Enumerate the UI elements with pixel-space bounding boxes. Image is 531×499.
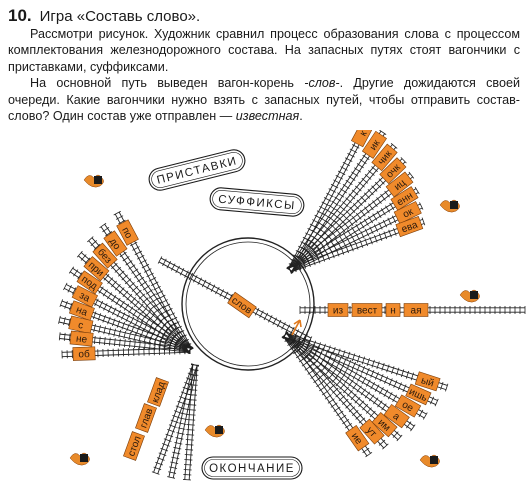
bottom-wagon-2: клад bbox=[147, 377, 169, 407]
ending-wagon-0: ый bbox=[414, 371, 441, 392]
buffer-stop-lower-left bbox=[69, 452, 90, 466]
prefix-wagon-0: по bbox=[116, 219, 139, 246]
ending-wagon-3-label: а bbox=[391, 411, 402, 423]
prefix-wagon-1: до bbox=[103, 230, 128, 257]
prefix-wagon-7-label: с bbox=[77, 320, 84, 332]
suffix-wagon-0-label: к bbox=[358, 130, 370, 138]
departed-wagon-0-label: из bbox=[333, 306, 344, 317]
buffer-stop-right bbox=[459, 289, 480, 303]
prefix-wagon-9: об bbox=[72, 346, 96, 361]
prefix-wagon-9-label: об bbox=[78, 348, 90, 360]
suffix-wagon-4: иц bbox=[385, 171, 414, 198]
prefix-wagon-5: за bbox=[71, 285, 99, 308]
suffix-track-0 bbox=[286, 130, 369, 273]
ending-sign: ОКОНЧАНИЕ bbox=[201, 456, 303, 480]
prefix-wagon-8: не bbox=[69, 330, 94, 347]
root-morpheme: -слов- bbox=[304, 76, 340, 91]
ending-wagon-2: ое bbox=[394, 394, 422, 418]
loop-track bbox=[181, 237, 315, 371]
departed-wagon-1: вест bbox=[351, 303, 383, 317]
suffix-wagon-6: ок bbox=[393, 201, 422, 225]
buffer-stop-bottom bbox=[204, 424, 225, 438]
suffix-wagon-7: ева bbox=[395, 215, 424, 238]
direction-arrow-icon bbox=[291, 319, 302, 336]
buffer-stop-upper-right bbox=[439, 199, 460, 213]
buffer-stop-left bbox=[83, 174, 104, 188]
departed-wagon-0: из bbox=[327, 303, 349, 317]
exercise-number: 10. bbox=[8, 6, 32, 25]
departed-wagon-3: ая bbox=[403, 303, 429, 317]
departed-wagon-3-label: ая bbox=[411, 306, 422, 317]
ending-wagon-2-label: ое bbox=[400, 399, 416, 414]
tracks-layer bbox=[58, 130, 526, 481]
suffixes-sign: СУФФИКСЫ bbox=[209, 187, 305, 217]
ending-wagon-6: ие bbox=[345, 425, 370, 452]
prefix-wagon-8-label: не bbox=[75, 334, 88, 346]
departed-wagon-2: н bbox=[385, 303, 401, 317]
bottom-wagon-0: стол bbox=[123, 431, 145, 461]
example-word: известная bbox=[235, 109, 300, 124]
exercise-heading: 10. Игра «Составь слово». bbox=[8, 6, 520, 26]
prefixes-sign: ПРИСТАВКИ bbox=[148, 149, 246, 191]
railway-diagram: подобезприподзанаснеобкикчикочкиценнокев… bbox=[58, 130, 526, 481]
departed-wagon-1-label: вест bbox=[357, 306, 378, 317]
ending-wagon-3: а bbox=[383, 403, 410, 429]
bottom-wagon-2-label: клад bbox=[150, 380, 168, 404]
bottom-wagon-1: глав bbox=[135, 403, 157, 433]
prefix-wagon-6-label: на bbox=[74, 305, 89, 319]
suffix-wagon-0: к bbox=[350, 130, 375, 148]
departed-wagon-2-label: н bbox=[390, 306, 396, 317]
ending-wagon-0-label: ый bbox=[420, 375, 436, 389]
instruction-paragraph-1: Рассмотри рисунок. Художник сравнил проц… bbox=[8, 27, 520, 74]
bottom-track-2 bbox=[182, 364, 200, 481]
buffer-stop-lower-right bbox=[419, 454, 440, 468]
prefix-wagon-0-label: по bbox=[119, 226, 134, 241]
ending-sign-label: ОКОНЧАНИЕ bbox=[209, 463, 295, 475]
suffix-wagon-1: ик bbox=[361, 130, 387, 159]
exercise-text: 10. Игра «Составь слово». Рассмотри рисун… bbox=[8, 6, 520, 124]
instruction-paragraph-2: На основной путь выведен вагон-корень -с… bbox=[8, 76, 521, 124]
ending-wagon-5: ут bbox=[359, 418, 385, 445]
prefix-wagon-6: на bbox=[68, 300, 95, 321]
suffix-wagon-7-label: ева bbox=[400, 219, 420, 235]
prefix-wagon-7: с bbox=[68, 315, 94, 334]
exercise-title: Игра «Составь слово». bbox=[39, 8, 201, 25]
